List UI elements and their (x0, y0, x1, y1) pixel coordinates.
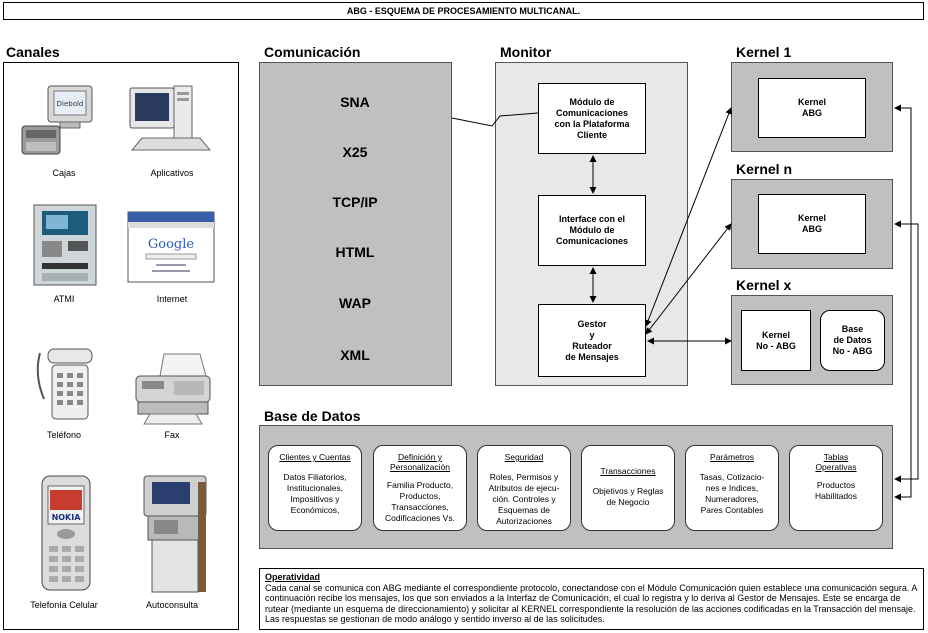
channel-label-telefono: Teléfono (46, 430, 82, 440)
comunicacion-panel (259, 62, 452, 386)
kerneln-db-bus (894, 220, 919, 483)
comm-to-module-link (451, 112, 539, 127)
protocol-tcpip: TCP/IP (332, 194, 378, 210)
db-card-body: Datos Filiatorios, Institucionales, Impo… (283, 472, 347, 515)
operatividad-heading: Operatividad (265, 572, 321, 582)
cell-phone-icon: NOKIA (41, 475, 91, 591)
kiosk-icon (143, 475, 207, 593)
gestor-mensajes-box: Gestor y Ruteador de Mensajes (538, 304, 646, 377)
kernel1-title: Kernel 1 (736, 44, 792, 60)
channel-label-celular: Telefonía Celular (30, 600, 98, 610)
protocol-sna: SNA (340, 94, 370, 110)
db-card-title: Tablas Operativas (815, 452, 857, 472)
db-card-clientes: Clientes y Cuentas Datos Filiatorios, In… (268, 445, 362, 531)
kernel1-abg-box: Kernel ABG (758, 78, 866, 138)
protocol-wap: WAP (339, 295, 371, 311)
protocol-xml: XML (340, 347, 370, 363)
browser-window-icon: Google (127, 211, 215, 283)
kernelx-database-box: Base de Datos No - ABG (820, 310, 885, 371)
channels-panel (3, 62, 239, 630)
db-card-title: Seguridad (504, 452, 544, 462)
operatividad-box: Operatividad Cada canal se comunica con … (259, 568, 924, 630)
kernel1-db-bus (894, 104, 912, 501)
atm-icon (33, 204, 97, 286)
monitor-title: Monitor (500, 44, 552, 60)
modulo-comunicaciones-box: Módulo de Comunicaciones con la Platafor… (538, 83, 646, 154)
protocol-x25: X25 (342, 144, 368, 160)
db-card-body: Roles, Permisos y Atributos de ejecu- ci… (488, 472, 560, 526)
db-card-title: Transacciones (600, 466, 656, 476)
db-card-title: Definición y Personalización (389, 452, 450, 472)
canales-title: Canales (6, 44, 60, 60)
db-card-tablas: Tablas Operativas Productos Habilitados (789, 445, 883, 531)
svg-text:Diebold: Diebold (57, 100, 84, 108)
kerneln-title: Kernel n (736, 161, 793, 177)
interface-comunicaciones-box: Interface con el Módulo de Comunicacione… (538, 195, 646, 266)
kernelx-no-abg-box: Kernel No - ABG (741, 310, 811, 371)
kernelx-title: Kernel x (736, 277, 792, 293)
db-card-body: Objetivos y Reglas de Negocio (592, 486, 664, 507)
fax-machine-icon (135, 353, 211, 425)
db-card-title: Clientes y Cuentas (279, 452, 351, 462)
protocol-html: HTML (335, 244, 375, 260)
db-card-title: Parámetros (710, 452, 754, 462)
svg-text:NOKIA: NOKIA (52, 513, 82, 522)
operatividad-text: Cada canal se comunica con ABG mediante … (265, 582, 917, 625)
desktop-computer-icon (129, 85, 212, 151)
db-card-body: Tasas, Cotizacio- nes e Indices, Numerad… (699, 472, 765, 515)
channel-label-atmi: ATMI (53, 294, 75, 304)
db-card-body: Productos Habilitados (814, 480, 858, 501)
cash-register-icon: Diebold (21, 85, 93, 155)
channel-label-internet: Internet (156, 294, 188, 304)
gestor-kernel1-arrow (644, 107, 733, 327)
db-card-parametros: Parámetros Tasas, Cotizacio- nes e Indic… (685, 445, 779, 531)
channel-label-aplicativos: Aplicativos (150, 168, 194, 178)
gestor-kerneln-arrow (645, 223, 732, 335)
diagram-title: ABG - ESQUEMA DE PROCESAMIENTO MULTICANA… (346, 6, 581, 16)
base-datos-title: Base de Datos (264, 408, 361, 424)
channel-label-autoconsulta: Autoconsulta (145, 600, 199, 610)
comunicacion-title: Comunicación (264, 44, 361, 60)
telephone-icon (36, 348, 93, 420)
db-card-body: Familia Producto, Productos, Transaccion… (385, 480, 455, 523)
diagram-title-bar: ABG - ESQUEMA DE PROCESAMIENTO MULTICANA… (3, 2, 924, 20)
db-card-definicion: Definición y Personalización Familia Pro… (373, 445, 467, 531)
db-card-seguridad: Seguridad Roles, Permisos y Atributos de… (477, 445, 571, 531)
db-card-transacciones: Transacciones Objetivos y Reglas de Nego… (581, 445, 675, 531)
kerneln-abg-box: Kernel ABG (758, 194, 866, 254)
channel-label-fax: Fax (164, 430, 180, 440)
base-datos-panel (259, 425, 893, 549)
channel-label-cajas: Cajas (52, 168, 76, 178)
svg-text:Google: Google (148, 237, 195, 252)
